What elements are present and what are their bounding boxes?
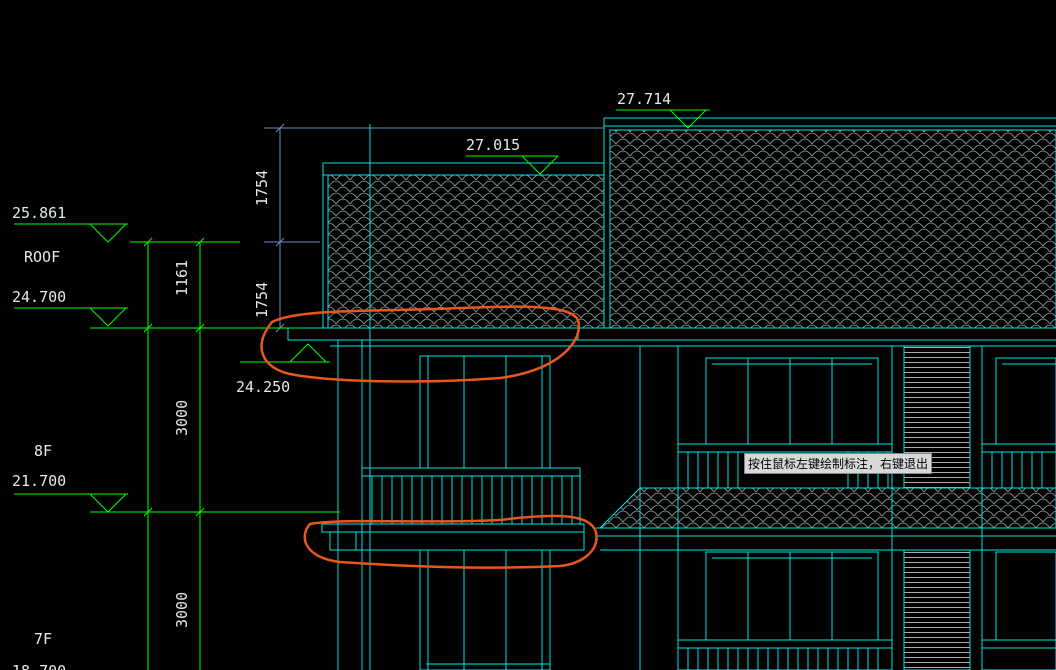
floor-label-8f: 8F	[34, 442, 52, 460]
balcony-slab-8f	[321, 523, 585, 533]
floor-label-7f: 7F	[34, 630, 52, 648]
highlight-roof-eave	[260, 305, 581, 383]
railing-bars-8f	[371, 476, 573, 524]
elevation-21700: 21.700	[12, 472, 66, 490]
dimension-1754-top: 1754	[253, 170, 271, 206]
elevation-24700: 24.700	[12, 288, 66, 306]
dimension-1161: 1161	[173, 260, 191, 296]
elevation-24250: 24.250	[236, 378, 290, 396]
elevation-27015: 27.015	[466, 136, 520, 154]
elevation-marker-icon	[14, 307, 128, 327]
elevation-marker-icon	[14, 223, 128, 243]
dimension-lines	[90, 123, 604, 670]
floor-label-roof: ROOF	[24, 248, 60, 266]
elevation-marker-icon	[466, 155, 559, 175]
building-elevation	[287, 117, 1056, 670]
dimension-3000-upper: 3000	[173, 400, 191, 436]
roof-right-tiles	[609, 129, 1056, 329]
window-7f-far-right	[995, 551, 1056, 641]
canopy-roof-tiles	[598, 487, 1056, 529]
roof-eave-cornice	[287, 327, 579, 341]
window-8f-far-right	[995, 357, 1056, 445]
highlight-annotations[interactable]	[260, 305, 598, 569]
dimension-1754-bottom: 1754	[253, 282, 271, 318]
window-8f-left	[419, 355, 551, 469]
window-7f-right	[705, 551, 879, 641]
window-8f-right	[705, 357, 879, 445]
elevation-marker-icon	[14, 493, 128, 513]
louver-panel-lower	[903, 549, 971, 670]
dimension-3000-lower: 3000	[173, 592, 191, 628]
elevation-markers	[14, 109, 710, 513]
elevation-18700: 18.700	[12, 662, 66, 670]
highlight-8f-balcony	[303, 514, 598, 569]
elevation-27714: 27.714	[617, 90, 671, 108]
elevation-marker-icon	[616, 109, 710, 129]
elevation-25861: 25.861	[12, 204, 66, 222]
roof-left-tiles	[327, 174, 605, 329]
elevation-marker-icon	[240, 343, 330, 363]
command-tooltip: 按住鼠标左键绘制标注，右键退出	[744, 453, 933, 474]
window-7f-left	[419, 549, 551, 670]
